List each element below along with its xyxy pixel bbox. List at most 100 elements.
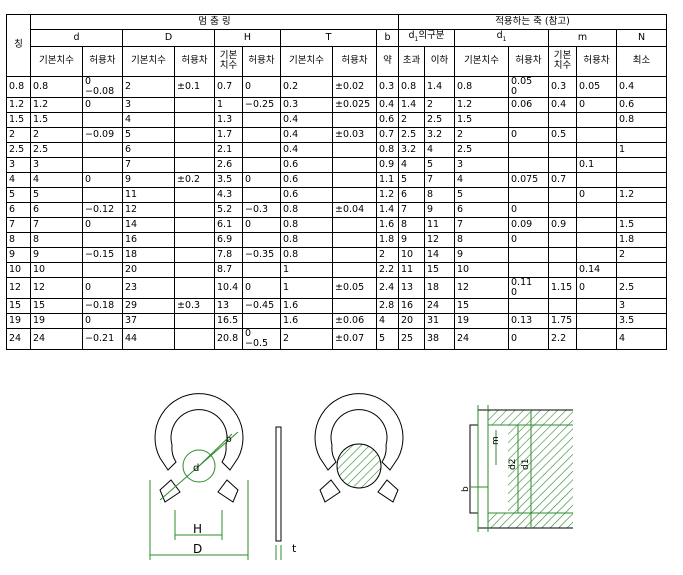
table-cell: 4 — [30, 171, 83, 188]
table-cell: 2.5 — [30, 141, 83, 158]
table-cell — [508, 156, 549, 173]
table-cell: 0.4 — [615, 75, 668, 98]
table-cell — [548, 297, 577, 314]
table-cell: 7 — [30, 216, 83, 233]
table-cell: 0.7 — [376, 126, 399, 143]
table-cell: 2 — [615, 246, 668, 263]
table-cell: 5 — [424, 156, 455, 173]
table-cell — [174, 126, 215, 143]
table-cell — [332, 141, 377, 158]
table-cell: 2.6 — [214, 156, 243, 173]
table-cell: 5 — [376, 327, 399, 350]
e-ring-on-shaft-view — [314, 393, 404, 503]
table-cell: 37 — [122, 312, 175, 329]
table-cell — [82, 111, 123, 128]
table-cell — [332, 111, 377, 128]
table-cell: 0 — [242, 276, 281, 299]
spec-table-wrapper: 칭 멈 춤 링 적용하는 축 (참고) d D H T b d1의구분 d1 m… — [6, 14, 668, 350]
table-cell: 0.8 — [280, 246, 333, 263]
table-cell — [174, 141, 215, 158]
table-cell: 0.8 — [280, 231, 333, 248]
table-cell — [548, 156, 577, 173]
table-cell — [615, 201, 668, 218]
table-cell: 7 — [6, 216, 31, 233]
table-cell: 10 — [30, 261, 83, 278]
table-cell: 1 — [280, 276, 333, 299]
sub-tolerance: 허용차 — [508, 45, 549, 77]
table-cell: 7 — [454, 216, 509, 233]
table-cell: ±0.1 — [174, 75, 215, 98]
table-cell: 6 — [398, 186, 425, 203]
e-ring-side-view — [275, 426, 282, 560]
table-cell: 10 — [398, 246, 425, 263]
table-cell: 0.3 — [376, 75, 399, 98]
table-cell — [508, 111, 549, 128]
table-cell: 0.5 — [548, 126, 577, 143]
table-cell: 0.6 — [280, 156, 333, 173]
table-cell: 14 — [424, 246, 455, 263]
label-d2: d2 — [508, 459, 518, 470]
header-m: m — [548, 29, 617, 47]
table-cell: 0 — [82, 96, 123, 113]
table-cell — [508, 186, 549, 203]
table-cell: 7.8 — [214, 246, 243, 263]
table-cell: 6.9 — [214, 231, 243, 248]
table-cell: 0.05 — [576, 75, 617, 98]
table-cell — [174, 261, 215, 278]
sub-basic-short: 기본 치수 — [214, 45, 243, 77]
table-cell — [332, 156, 377, 173]
table-cell: 0 — [576, 186, 617, 203]
table-cell: 9 — [30, 246, 83, 263]
table-cell — [548, 246, 577, 263]
table-cell: 0.8 — [30, 75, 83, 98]
table-cell: 1.8 — [376, 231, 399, 248]
table-cell — [174, 96, 215, 113]
table-cell: 0 — [576, 276, 617, 299]
table-cell: 2 — [424, 96, 455, 113]
table-cell: 0.6 — [280, 171, 333, 188]
header-b: b — [376, 29, 399, 47]
table-cell: ±0.04 — [332, 201, 377, 218]
table-cell: 5 — [122, 126, 175, 143]
label-d: d — [193, 463, 199, 474]
label-b-section: b — [461, 486, 471, 492]
sub-approx: 약 — [376, 45, 399, 77]
table-cell — [82, 186, 123, 203]
table-cell: 4 — [398, 156, 425, 173]
table-cell — [242, 111, 281, 128]
table-cell: ±0.03 — [332, 126, 377, 143]
table-cell: 29 — [122, 297, 175, 314]
table-cell: 3.2 — [398, 141, 425, 158]
table-cell — [332, 231, 377, 248]
table-cell: 10 — [6, 261, 31, 278]
table-cell: 2 — [280, 327, 333, 350]
table-cell — [332, 246, 377, 263]
table-cell: 1.5 — [30, 111, 83, 128]
table-cell: 3 — [454, 156, 509, 173]
table-cell: 2.8 — [376, 297, 399, 314]
table-cell — [242, 261, 281, 278]
table-cell: 8 — [398, 216, 425, 233]
table-cell: 0.3 — [548, 75, 577, 98]
table-cell: 0.4 — [280, 126, 333, 143]
table-cell: 0.2 — [280, 75, 333, 98]
table-cell: 0.14 — [576, 261, 617, 278]
table-cell: 1 — [615, 141, 668, 158]
table-cell: ±0.05 — [332, 276, 377, 299]
sub-tolerance: 허용차 — [82, 45, 123, 77]
sub-basic: 기본치수 — [30, 45, 83, 77]
table-cell: 1.2 — [615, 186, 668, 203]
label-d1: d1 — [521, 459, 531, 470]
table-cell: 31 — [424, 312, 455, 329]
table-cell: 6 — [454, 201, 509, 218]
table-cell — [576, 231, 617, 248]
table-cell: 13 — [214, 297, 243, 314]
table-cell: 0.06 — [508, 96, 549, 113]
sub-basic: 기본치수 — [122, 45, 175, 77]
